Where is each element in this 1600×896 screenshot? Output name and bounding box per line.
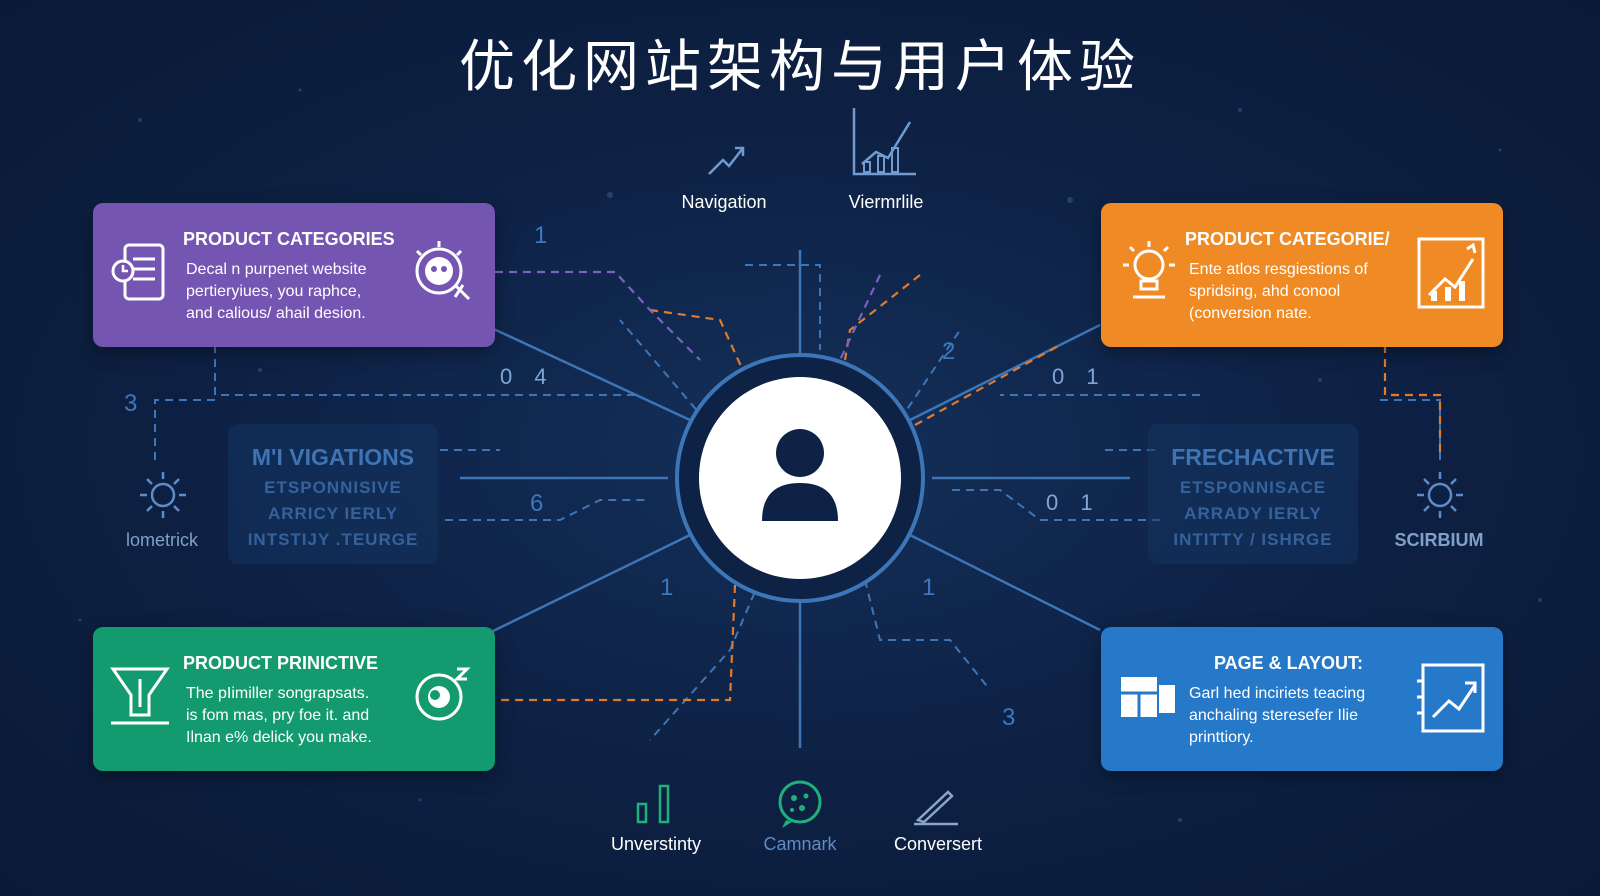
card-page-layout: PAGE & LAYOUT: Garl hed inciriets teacin… xyxy=(1101,627,1503,771)
ghost-box-left: M'I VIGATIONS ETSPONNISIVE ARRICY IERLY … xyxy=(228,424,438,564)
sun-icon xyxy=(140,472,186,518)
diagram-number: 2 xyxy=(942,338,956,365)
diagram-number: 0 4 xyxy=(500,364,555,389)
eye-icon xyxy=(415,667,471,721)
document-icon xyxy=(111,243,165,301)
diagram-number: 3 xyxy=(1002,704,1016,731)
card-title: PRODUCT CATEGORIE/ xyxy=(1185,229,1390,249)
label-navigation: Navigation xyxy=(681,192,767,212)
label-conversert: Conversert xyxy=(893,834,983,854)
card-product-categorie: PRODUCT CATEGORIE/ Ente atlos resgiestio… xyxy=(1101,203,1503,347)
center-node xyxy=(675,353,925,603)
trend-arrow-icon xyxy=(708,146,745,175)
pen-icon xyxy=(914,790,958,826)
diagram-number: 6 xyxy=(530,490,544,517)
diagram-number: 1 xyxy=(534,222,548,249)
card-product-prinictive: PRODUCT PRINICTIVE The pIimiller songrap… xyxy=(93,627,495,771)
diagram-number: 0 1 xyxy=(1046,490,1101,515)
diagram-number: 1 xyxy=(922,574,936,601)
ghost-box-right: FRECHACTIVE ETSPONNISACE ARRADY IERLY IN… xyxy=(1148,424,1358,564)
settings-face-icon xyxy=(415,241,471,301)
funnel-icon xyxy=(110,667,170,725)
card-description: The pIimiller songrapsats.is fom mas, pr… xyxy=(186,685,372,746)
bar-chart-icon xyxy=(636,784,670,824)
label-unverstinty: Unverstinty xyxy=(610,834,702,854)
diagram-number: 1 xyxy=(660,574,674,601)
label-camnark: Camnark xyxy=(763,834,837,854)
card-title: PRODUCT PRINICTIVE xyxy=(183,653,379,673)
card-title: PRODUCT CATEGORIES xyxy=(183,229,395,249)
lightbulb-icon xyxy=(1123,241,1175,299)
diagram-number: 0 1 xyxy=(1052,364,1107,389)
bar-chart-icon xyxy=(852,108,916,176)
sun-icon xyxy=(1417,472,1463,518)
card-product-categories: PRODUCT CATEGORIES Decal n purpenet webs… xyxy=(93,203,495,347)
window-icon xyxy=(1121,677,1175,717)
chart-icon xyxy=(1417,237,1485,309)
card-title: PAGE & LAYOUT: xyxy=(1214,653,1364,673)
label-lometrick: lometrick xyxy=(125,530,199,550)
page-title: 优化网站架构与用户体验 xyxy=(459,35,1141,100)
globe-icon xyxy=(778,780,822,828)
label-scirbium: SCIRBIUM xyxy=(1394,530,1484,550)
growth-chart-icon xyxy=(1417,663,1485,733)
label-viermrlile: Viermrlile xyxy=(848,192,924,212)
user-icon xyxy=(762,429,838,521)
diagram-number: 3 xyxy=(124,390,138,417)
